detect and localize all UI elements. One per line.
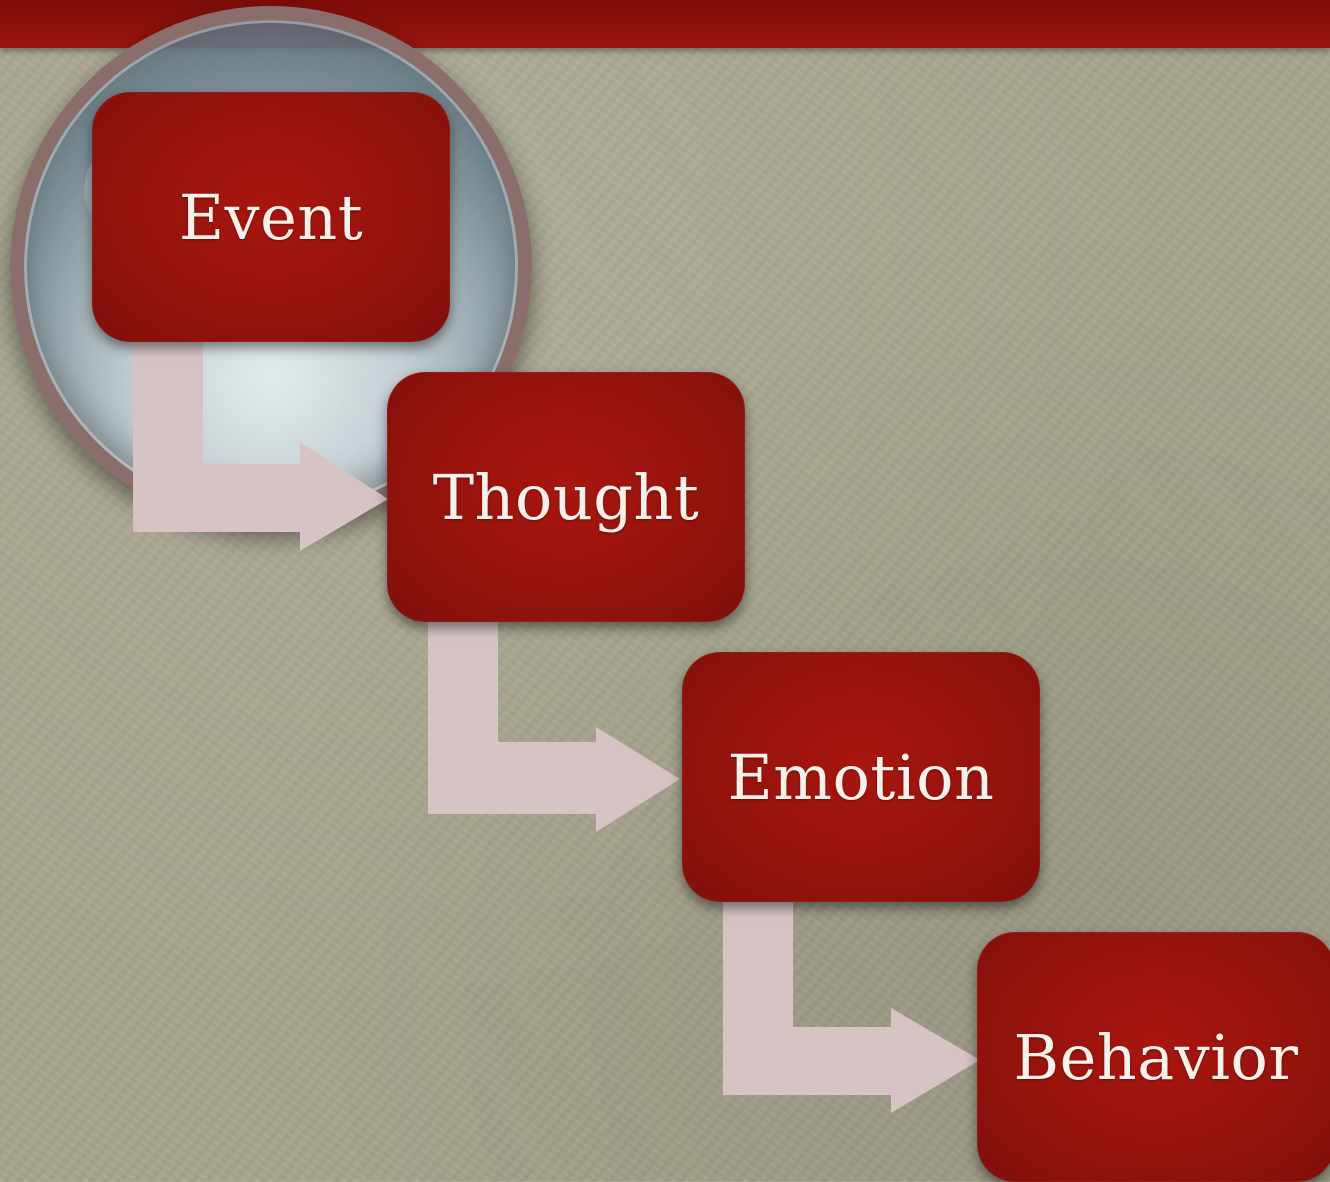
step-event-label: Event — [178, 180, 364, 254]
step-emotion: Emotion — [682, 652, 1040, 902]
step-emotion-label: Emotion — [727, 740, 995, 814]
arrow-thought-to-emotion — [428, 615, 680, 832]
step-behavior: Behavior — [977, 932, 1330, 1182]
arrow-emotion-to-behavior — [723, 893, 980, 1113]
step-thought: Thought — [387, 372, 745, 622]
arrow-event-to-thought — [133, 335, 388, 551]
step-behavior-label: Behavior — [1013, 1020, 1299, 1094]
step-event: Event — [92, 92, 450, 342]
step-thought-label: Thought — [432, 460, 700, 534]
